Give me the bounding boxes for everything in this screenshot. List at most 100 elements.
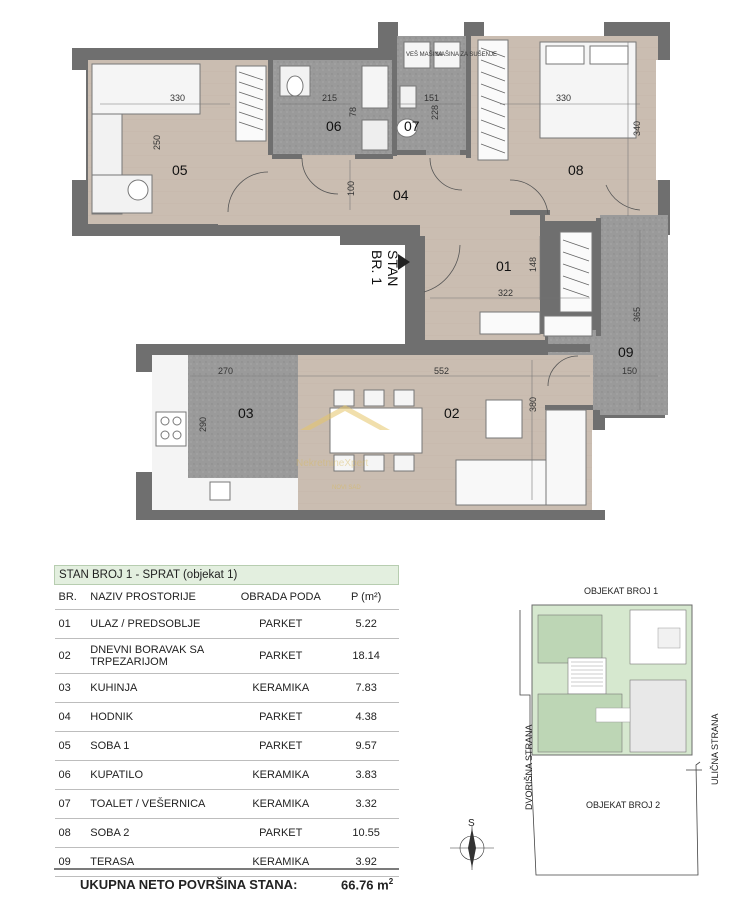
header-floor: OBRADA PODA xyxy=(227,584,334,610)
dim-text: 380 xyxy=(528,397,538,412)
row-area: 3.83 xyxy=(333,760,399,790)
watermark: NekretnineXpert NOVI SAD xyxy=(296,405,390,491)
site-plan: OBJEKAT BROJ 1 OBJEKAT BROJ 2 DVORIŠNA S… xyxy=(450,586,720,876)
header-no: BR. xyxy=(54,584,87,610)
row-no: 04 xyxy=(54,702,87,732)
row-name: SOBA 1 xyxy=(86,731,228,761)
washer-label: VEŠ MAŠINA xyxy=(406,51,443,58)
row-no: 01 xyxy=(54,609,87,639)
dim-text: 150 xyxy=(622,366,637,376)
row-floor: KERAMIKA xyxy=(227,673,334,703)
row-floor: PARKET xyxy=(227,638,334,674)
room-table: STAN BROJ 1 - SPRAT (objekat 1) BR. NAZI… xyxy=(54,565,399,877)
header-area: P (m²) xyxy=(333,584,399,610)
floor-plan: 330 215 78 151 228 330 340 250 100 148 3… xyxy=(72,22,670,520)
room-labels: 05 06 07 04 08 01 09 03 02 xyxy=(172,118,634,421)
doors xyxy=(227,157,641,387)
room-label-06: 06 xyxy=(326,118,342,134)
room-label-04: 04 xyxy=(393,187,409,203)
header-name: NAZIV PROSTORIJE xyxy=(86,584,228,610)
room-label-09: 09 xyxy=(618,344,634,360)
site-left-label: DVORIŠNA STRANA xyxy=(524,724,534,810)
table-header-row: BR. NAZIV PROSTORIJE OBRADA PODA P (m²) xyxy=(54,584,399,610)
row-area: 3.32 xyxy=(333,789,399,819)
dim-text: 322 xyxy=(498,288,513,298)
table-row: 02 DNEVNI BORAVAK SA TRPEZARIJOM PARKET … xyxy=(54,638,399,674)
row-name: KUHINJA xyxy=(86,673,228,703)
row-area: 4.38 xyxy=(333,702,399,732)
total-area-label: UKUPNA NETO POVRŠINA STANA: xyxy=(80,877,298,892)
row-no: 02 xyxy=(54,638,87,674)
north-letter: S xyxy=(468,818,475,829)
total-area-value: 66.76 m2 xyxy=(341,877,393,892)
dim-text: 552 xyxy=(434,366,449,376)
room-label-07: 07 xyxy=(404,118,420,134)
table-title-row: STAN BROJ 1 - SPRAT (objekat 1) xyxy=(54,565,399,585)
furniture xyxy=(91,39,637,506)
row-area: 5.22 xyxy=(333,609,399,639)
total-area-number: 66.76 m xyxy=(341,877,389,893)
row-area: 9.57 xyxy=(333,731,399,761)
row-no: 03 xyxy=(54,673,87,703)
dim-text: 290 xyxy=(198,417,208,432)
dim-text: 78 xyxy=(348,107,358,117)
row-floor: PARKET xyxy=(227,702,334,732)
dim-text: 215 xyxy=(322,93,337,103)
row-name: ULAZ / PREDSOBLJE xyxy=(86,609,228,639)
room-label-08: 08 xyxy=(568,162,584,178)
row-no: 07 xyxy=(54,789,87,819)
entrance-marker: STAN BR. 1 xyxy=(369,250,401,286)
row-floor: PARKET xyxy=(227,818,334,848)
table-row: 06 KUPATILO KERAMIKA 3.83 xyxy=(54,760,399,790)
dim-text: 100 xyxy=(346,181,356,196)
dim-text: 148 xyxy=(528,257,538,272)
row-name: HODNIK xyxy=(86,702,228,732)
entrance-arrow-icon xyxy=(398,254,410,270)
dimension-labels: 330 215 78 151 228 330 340 250 100 148 3… xyxy=(152,93,642,432)
dryer-label: MAŠINA ZA SUŠENJE xyxy=(436,51,497,58)
table-row: 04 HODNIK PARKET 4.38 xyxy=(54,702,399,732)
room-label-03: 03 xyxy=(238,405,254,421)
table-title: STAN BROJ 1 - SPRAT (objekat 1) xyxy=(54,565,399,585)
dim-text: 365 xyxy=(632,307,642,322)
row-floor: KERAMIKA xyxy=(227,847,334,877)
row-area: 7.83 xyxy=(333,673,399,703)
row-area: 18.14 xyxy=(333,638,399,674)
row-name: SOBA 2 xyxy=(86,818,228,848)
room-label-01: 01 xyxy=(496,258,512,274)
dimension-lines xyxy=(100,42,658,500)
row-name: DNEVNI BORAVAK SA TRPEZARIJOM xyxy=(86,638,228,674)
table-row: 03 KUHINJA KERAMIKA 7.83 xyxy=(54,673,399,703)
row-no: 05 xyxy=(54,731,87,761)
inner-walls xyxy=(88,36,601,410)
table-row: 01 ULAZ / PREDSOBLJE PARKET 5.22 xyxy=(54,609,399,639)
total-area-row: UKUPNA NETO POVRŠINA STANA: 66.76 m2 xyxy=(54,868,399,896)
room-label-05: 05 xyxy=(172,162,188,178)
row-floor: PARKET xyxy=(227,609,334,639)
dim-text: 330 xyxy=(556,93,571,103)
dim-text: 270 xyxy=(218,366,233,376)
site-bottom-label: OBJEKAT BROJ 2 xyxy=(586,800,660,810)
table-row: 05 SOBA 1 PARKET 9.57 xyxy=(54,731,399,761)
row-floor: KERAMIKA xyxy=(227,760,334,790)
windows xyxy=(72,22,670,510)
row-no: 06 xyxy=(54,760,87,790)
room-label-02: 02 xyxy=(444,405,460,421)
total-area-unit: 2 xyxy=(388,877,394,886)
entrance-label-line1: STAN xyxy=(385,250,401,286)
watermark-subtext: NOVI SAD xyxy=(332,485,361,491)
site-top-label: OBJEKAT BROJ 1 xyxy=(584,586,658,596)
entrance-label-line2: BR. 1 xyxy=(369,250,385,285)
row-area: 10.55 xyxy=(333,818,399,848)
row-floor: KERAMIKA xyxy=(227,789,334,819)
dim-text: 250 xyxy=(152,135,162,150)
dim-text: 340 xyxy=(632,121,642,136)
row-name: KUPATILO xyxy=(86,760,228,790)
dim-text: 151 xyxy=(424,93,439,103)
row-name: TERASA xyxy=(86,847,228,877)
table-row: 09 TERASA KERAMIKA 3.92 xyxy=(54,847,399,877)
dim-text: 228 xyxy=(430,105,440,120)
table-row: 07 TOALET / VEŠERNICA KERAMIKA 3.32 xyxy=(54,789,399,819)
watermark-text: NekretnineXpert xyxy=(296,458,368,469)
table-row: 08 SOBA 2 PARKET 10.55 xyxy=(54,818,399,848)
